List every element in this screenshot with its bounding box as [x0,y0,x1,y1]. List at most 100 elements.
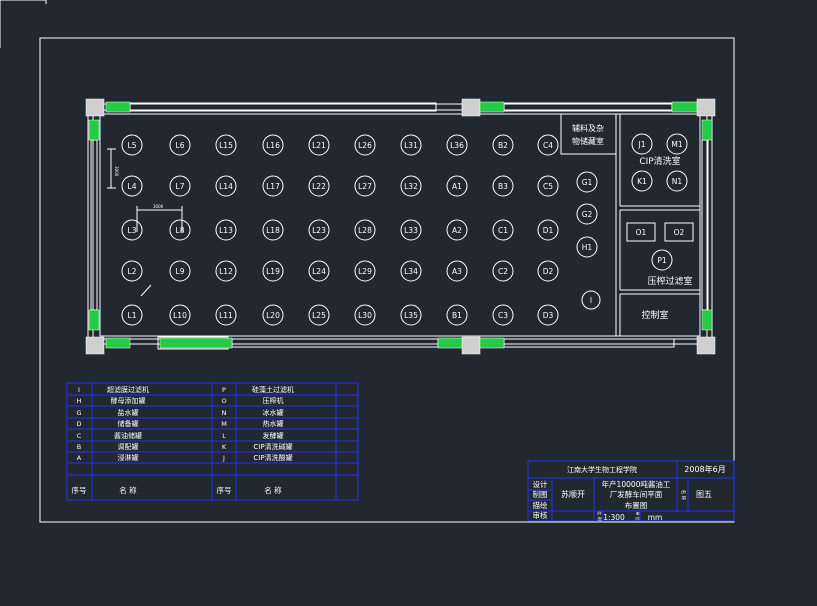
tank-label: L25 [312,311,326,320]
tank-b3: B3 [492,175,514,197]
equipment-n1: N1 [666,170,688,192]
room-label-storage-line2: 物储藏室 [572,136,604,146]
tank-circle [169,175,191,197]
tank-circle [169,260,191,282]
equipment-shape [666,170,688,192]
legend-code: P [222,386,226,394]
dimension-marks [107,148,183,297]
tank-l25: L25 [308,304,330,326]
tank-label: L30 [358,311,372,320]
legend-name: 酵母添加罐 [111,396,146,405]
tank-label: L6 [176,141,185,150]
tank-a2: A2 [446,219,468,241]
equipment-o1: O1 [626,222,656,242]
tank-label: L22 [312,182,326,191]
room-label-cip: CIP清洗室 [639,155,680,167]
column [85,336,105,355]
column [696,98,716,117]
legend-header-no: 序号 [217,485,232,495]
tank-l17: L17 [262,175,284,197]
tank-label: C3 [498,311,508,320]
tank-l31: L31 [400,134,422,156]
tank-circle [354,304,376,326]
equipment-shape [576,171,598,193]
tank-label: L12 [219,267,233,276]
legend-name: 冰水罐 [263,408,284,417]
tank-circle [215,304,237,326]
equipment-p1: P1 [651,249,673,271]
title-block-design: 设计 [533,479,548,489]
tank-label: A1 [452,182,462,191]
legend-code: I [78,386,80,394]
tank-circle [446,219,468,241]
legend-code: O [221,397,226,405]
tank-c5: C5 [537,175,559,197]
tank-label: L14 [219,182,233,191]
legend-name: 储备罐 [118,419,139,428]
tank-circle [537,219,559,241]
tank-label: L23 [312,226,326,235]
tank-l32: L32 [400,175,422,197]
sheet-border [39,37,735,523]
legend-code: H [77,397,82,405]
title-block-sheet: 图五 [696,490,712,499]
legend-code: C [77,432,82,440]
legend-header-name: 名 称 [264,485,282,495]
room-label-storage-line1: 辅料及杂 [572,123,604,133]
tank-circle [492,175,514,197]
tank-d2: D2 [537,260,559,282]
equipment-shape [651,249,673,271]
tank-label: L4 [128,182,137,191]
tank-label: B3 [498,182,508,191]
tank-label: L24 [312,267,326,276]
tank-circle [121,134,143,156]
tank-label: L8 [176,226,185,235]
tank-l21: L21 [308,134,330,156]
tank-label: L1 [128,311,137,320]
wall-block [701,119,713,141]
column [461,98,481,117]
legend-code: M [221,420,227,428]
title-block-designer: 苏顺开 [561,489,585,499]
tank-b2: B2 [492,134,514,156]
tank-circle [537,134,559,156]
tank-l10: L10 [169,304,191,326]
tank-label: L21 [312,141,326,150]
equipment-label: G1 [582,178,593,187]
tank-label: L20 [266,311,280,320]
tank-l3: L3 [121,219,143,241]
tank-label: L35 [404,311,418,320]
title-block-sheet-label: 名 称 [680,490,687,501]
tank-c4: C4 [537,134,559,156]
tank-l23: L23 [308,219,330,241]
tank-circle [262,260,284,282]
equipment-k1: K1 [631,170,653,192]
tank-label: A2 [452,226,462,235]
tank-l30: L30 [354,304,376,326]
equipment-m1: M1 [666,133,688,155]
equipment-label: P1 [657,256,667,265]
tank-b1: B1 [446,304,468,326]
tank-c1: C1 [492,219,514,241]
tank-circle [262,304,284,326]
tank-a1: A1 [446,175,468,197]
title-block-describe: 描绘 [533,500,548,510]
tank-l18: L18 [262,219,284,241]
tank-l14: L14 [215,175,237,197]
wall-block [105,337,131,349]
legend-header-no: 序号 [72,485,87,495]
tank-l7: L7 [169,175,191,197]
tank-circle [446,134,468,156]
legend-name: 盐水罐 [118,408,139,417]
tank-label: L19 [266,267,280,276]
tank-l33: L33 [400,219,422,241]
legend-code: B [77,443,81,451]
dimension-label-vertical: 3000 [114,166,119,177]
wall-block [88,119,100,141]
tank-label: L16 [266,141,280,150]
title-block-scale: 1:300 [603,513,625,522]
legend-code: N [222,409,227,417]
tank-l27: L27 [354,175,376,197]
tank-circle [308,219,330,241]
